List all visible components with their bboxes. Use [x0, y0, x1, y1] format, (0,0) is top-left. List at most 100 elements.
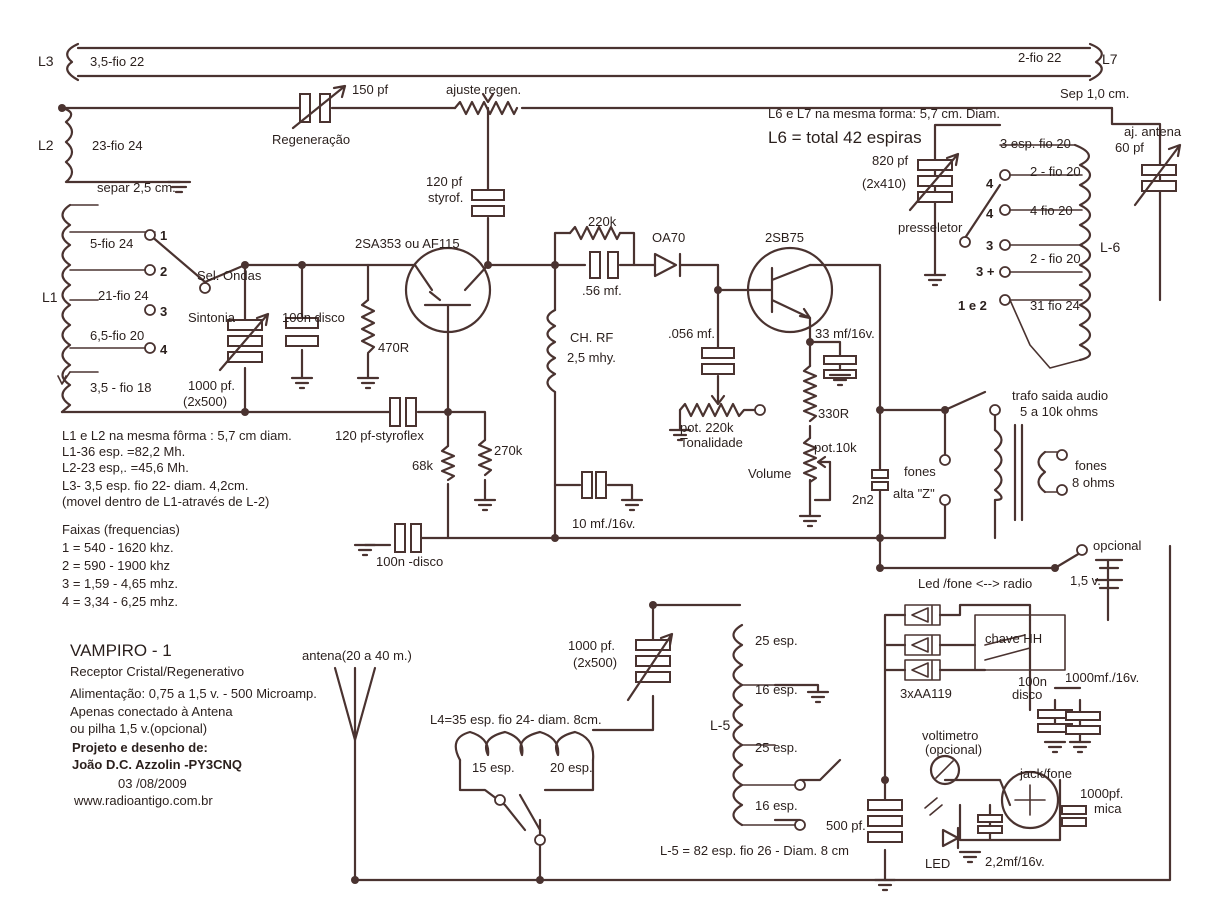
capacitor-056mf: [701, 347, 735, 375]
label-l6-total: L6 = total 42 espiras: [768, 128, 922, 147]
label-c100n2-a: 100n: [1018, 674, 1047, 689]
transistor-2sa353: [404, 246, 492, 334]
label-c1000mica-b: mica: [1094, 801, 1122, 816]
label-c120-b: styrof.: [428, 190, 463, 205]
label-p4: 3 +: [976, 264, 995, 279]
label-oa70: OA70: [652, 230, 685, 245]
label-led-radio: Led /fone <--> radio: [918, 576, 1032, 591]
label-sintonia: Sintonia: [188, 310, 236, 325]
label-c33: 33 mf/16v.: [815, 326, 875, 341]
label-chrf-b: 2,5 mhy.: [567, 350, 616, 365]
note-line-2: L1-36 esp. =82,2 Mh.: [62, 444, 185, 459]
jack-phone: [1000, 770, 1060, 830]
label-l3-wire: 3,5-fio 22: [90, 54, 144, 69]
voltmeter: [929, 754, 961, 786]
label-c100n2-b: disco: [1012, 687, 1042, 702]
resistor-68k: [440, 444, 456, 482]
label-c820-b: (2x410): [862, 176, 906, 191]
coil-l3: [66, 42, 80, 82]
label-bat: 1,5 v.: [1070, 573, 1101, 588]
label-c1000b-a: 1000 pf.: [568, 638, 615, 653]
label-l5-t3: 25 esp.: [755, 740, 798, 755]
label-l1: L1: [42, 289, 58, 305]
ground-symbols: [166, 180, 1092, 892]
junction-dots: [58, 104, 1059, 884]
label-c100n: 100n disco: [282, 310, 345, 325]
band-2: 2 = 590 - 1900 khz: [62, 558, 170, 573]
subtitle: Receptor Cristal/Regenerativo: [70, 664, 244, 679]
coil-l7: [1088, 42, 1103, 82]
resistor-470r: [360, 298, 376, 355]
credit-1: Projeto e desenho de:: [72, 740, 208, 755]
label-volt-b: (opcional): [925, 742, 982, 757]
label-c10: 10 mf./16v.: [572, 516, 635, 531]
capacitor-100n-disco: [394, 523, 422, 553]
label-l5-t4: 16 esp.: [755, 798, 798, 813]
label-r470: 470R: [378, 340, 409, 355]
note-line-3: L2-23 esp,. =45,6 Mh.: [62, 460, 189, 475]
label-l5: L-5: [710, 717, 730, 733]
capacitor-2n2: [871, 469, 889, 491]
coil-labels: L3 3,5-fio 22 2-fio 22 L7 L2 23-fio 24 s…: [38, 50, 1129, 858]
label-l6-t5: 31 fio 24: [1030, 298, 1080, 313]
presetector-switch: [963, 183, 1002, 240]
coil-l6: [999, 143, 1092, 369]
label-l3: L3: [38, 53, 54, 69]
tone-potentiometer: [678, 390, 762, 432]
label-t2: 2SB75: [765, 230, 804, 245]
label-r68k: 68k: [412, 458, 433, 473]
label-t1: 2SA353 ou AF115: [355, 236, 460, 251]
coil-l5: [732, 623, 801, 827]
label-led: LED: [925, 856, 950, 871]
label-pot220-b: Tonalidade: [680, 435, 743, 450]
label-diodes: 3xAA119: [900, 686, 952, 701]
transistor-2sb75: [746, 246, 834, 334]
note-line-1: L1 e L2 na mesma fôrma : 5,7 cm diam.: [62, 428, 292, 443]
label-c120s: 120 pf-styroflex: [335, 428, 424, 443]
label-p3: 3: [986, 238, 993, 253]
label-sel-ondas: Sel. Ondas: [197, 268, 262, 283]
l4-tap-switch: [503, 803, 527, 832]
title-block: VAMPIRO - 1 Receptor Cristal/Regenerativ…: [70, 641, 317, 808]
capacitor-56mf: [589, 251, 619, 279]
label-fones-hi-a: fones: [904, 464, 936, 479]
band-3: 3 = 1,59 - 4,65 mhz.: [62, 576, 178, 591]
label-s2: 2: [160, 264, 167, 279]
website: www.radioantigo.com.br: [73, 793, 213, 808]
label-volt-a: voltimetro: [922, 728, 978, 743]
label-volume: Volume: [748, 466, 791, 481]
bands-title: Faixas (frequencias): [62, 522, 180, 537]
label-s1: 1: [160, 228, 167, 243]
label-c056: .056 mf.: [668, 326, 715, 341]
label-p5: 1 e 2: [958, 298, 987, 313]
label-l2-wire: 23-fio 24: [92, 138, 143, 153]
label-sep: Sep 1,0 cm.: [1060, 86, 1129, 101]
label-l1-t4: 3,5 - fio 18: [90, 380, 151, 395]
label-l7: L7: [1102, 51, 1118, 67]
band-selector-switch: [148, 233, 207, 284]
coil-notes: L1 e L2 na mesma fôrma : 5,7 cm diam. L1…: [62, 428, 292, 609]
regeneration-capacitor: [291, 84, 347, 130]
label-antena: antena(20 a 40 m.): [302, 648, 412, 663]
label-chave: chave HH: [985, 631, 1042, 646]
label-l5-t2: 16 esp.: [755, 682, 798, 697]
label-fones-hi-b: alta "Z": [893, 486, 935, 501]
note-line-4: L3- 3,5 esp. fio 22- diam. 4,2cm.: [62, 478, 248, 493]
label-c56: .56 mf.: [582, 283, 622, 298]
label-cap150: 150 pf: [352, 82, 389, 97]
label-c1000mf: 1000mf./16v.: [1065, 670, 1139, 685]
label-c22: 2,2mf/16v.: [985, 854, 1045, 869]
capacitor-100n: [285, 317, 319, 347]
label-c1000-a: 1000 pf.: [188, 378, 235, 393]
capacitor-1000mf: [1065, 711, 1101, 735]
label-l6-t1: 3 esp. fio 20: [1000, 136, 1071, 151]
label-aj-a: aj. antena: [1124, 124, 1182, 139]
label-l6-t3: 4 fio 20: [1030, 203, 1073, 218]
coil-l1: [57, 203, 156, 414]
label-l6l7-note: L6 e L7 na mesma forma: 5,7 cm. Diam.: [768, 106, 1000, 121]
diodes-3xaa119: [904, 604, 941, 681]
wiring: [60, 46, 1172, 882]
battery-1-5v: [1094, 558, 1124, 590]
label-pot10: pot.10k: [814, 440, 857, 455]
